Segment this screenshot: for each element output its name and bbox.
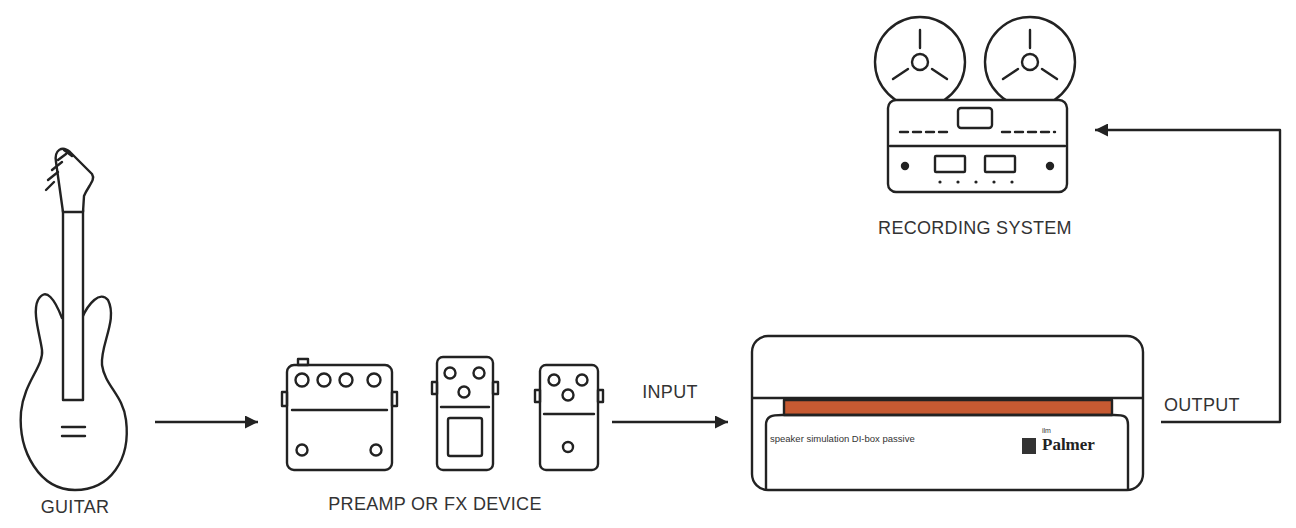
di-box-stripe	[784, 400, 1112, 415]
tape-reel	[985, 17, 1075, 107]
recorder-node: RECORDING SYSTEM	[855, 5, 1095, 245]
di-box-drawing	[752, 336, 1143, 490]
edge-label: INPUT	[642, 382, 698, 403]
device-label: GUITAR	[5, 497, 145, 518]
guitar-pickups	[62, 427, 85, 436]
signal-arrow	[155, 421, 258, 423]
pedal-body	[287, 365, 392, 470]
di-box-shell	[752, 336, 1143, 490]
device-label: PREAMP OR FX DEVICE	[268, 494, 602, 515]
signal-arrow	[612, 421, 728, 423]
guitar-drawing	[21, 149, 127, 490]
device-label: RECORDING SYSTEM	[855, 218, 1095, 239]
product-text: speaker simulation DI-box passive	[770, 434, 920, 445]
pedal-body	[437, 357, 493, 470]
signal-arrow	[1095, 130, 1280, 422]
pedal-body	[540, 365, 598, 470]
guitar-neck	[63, 210, 83, 400]
tape-reel	[875, 17, 965, 107]
effects-node: PREAMP OR FX DEVICE	[268, 350, 602, 520]
guitar-tuners	[46, 150, 72, 190]
logo-text: ilm	[1042, 427, 1072, 435]
guitar-node: GUITAR	[5, 140, 145, 520]
logo-mark	[1022, 438, 1036, 454]
recorder-body	[888, 100, 1067, 192]
brand-logo: Palmer	[1042, 435, 1132, 455]
di-box-node: speaker simulation DI-box passive ilmPalm…	[752, 336, 1143, 490]
pedal-jack	[298, 359, 308, 365]
pedal-jack	[392, 392, 397, 406]
pedal-drawing	[282, 357, 603, 470]
pedal-jack	[282, 392, 287, 406]
edge-label: OUTPUT	[1164, 395, 1240, 416]
tape-recorder-drawing	[875, 17, 1075, 192]
